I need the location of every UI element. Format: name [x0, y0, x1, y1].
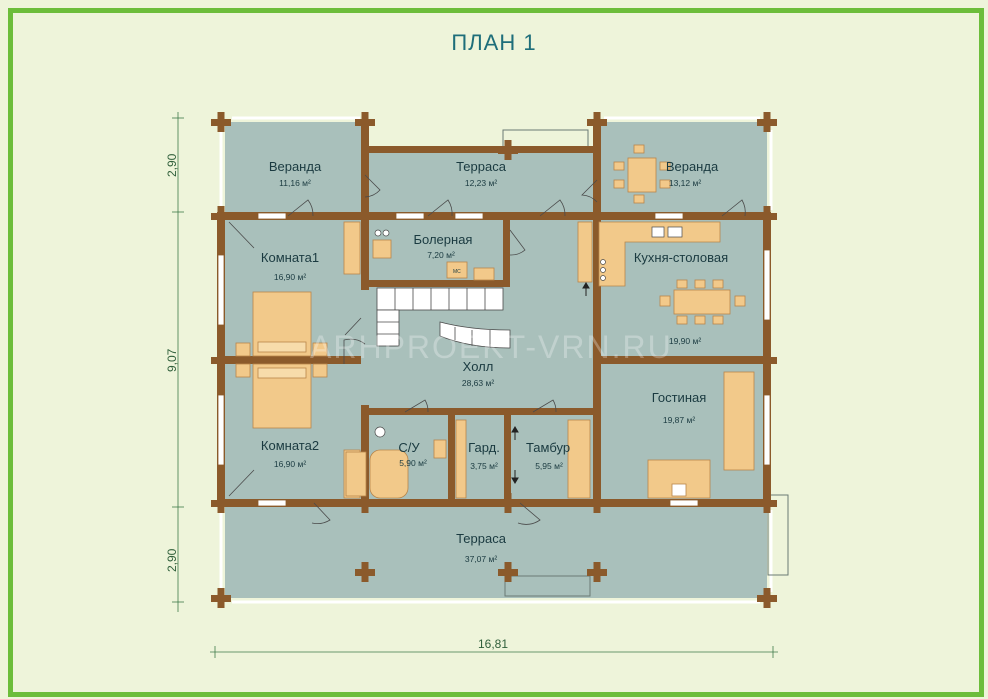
- room-name-veranda-right: Веранда: [666, 159, 719, 174]
- veranda-table: [627, 157, 657, 193]
- floor-terrace-top: [365, 150, 597, 216]
- wardrobe-komnata1: [343, 221, 361, 275]
- room-name-terrace-bottom: Терраса: [456, 531, 507, 546]
- tambur-shelf: [567, 419, 591, 499]
- dim-left-bottom: 2,90: [165, 548, 179, 572]
- fixtures-small: [374, 226, 683, 438]
- plan-title: ПЛАН 1: [451, 30, 537, 55]
- kitchen-corner: [598, 221, 721, 287]
- room-labels: Веранда 11,16 м² Терраса 12,23 м² Веранд…: [261, 159, 728, 564]
- room-name-hall: Холл: [463, 359, 494, 374]
- floor-veranda-left: [225, 122, 365, 216]
- direction-arrows: [511, 282, 590, 484]
- dim-left-top: 2,90: [165, 153, 179, 177]
- room-name-gard: Гард.: [468, 440, 500, 455]
- room-area-boilernaya: 7,20 м²: [427, 250, 455, 260]
- room-name-komnata1: Комната1: [261, 250, 319, 265]
- room-area-terrace-bottom: 37,07 м²: [465, 554, 497, 564]
- dim-bottom-width: 16,81: [478, 637, 508, 651]
- windows: [217, 212, 771, 507]
- room-area-terrace-top: 12,23 м²: [465, 178, 497, 188]
- watermark: ARHPROEKT-VRN.RU: [310, 329, 673, 365]
- room-name-terrace-top: Терраса: [456, 159, 507, 174]
- room-area-komnata1: 16,90 м²: [274, 272, 306, 282]
- sofa-gostinaya: [723, 371, 755, 471]
- doors: [228, 174, 746, 525]
- room-area-gostinaya: 19,87 м²: [663, 415, 695, 425]
- glazing: [219, 116, 773, 604]
- boiler-mark: МС: [453, 269, 461, 275]
- page-frame: [8, 8, 984, 697]
- kitchen-counter: [577, 221, 593, 283]
- dining-table: [673, 289, 731, 315]
- room-name-kitchen: Кухня-столовая: [634, 250, 728, 265]
- room-name-boilernaya: Болерная: [414, 232, 473, 247]
- room-area-veranda-right: 13,12 м²: [669, 178, 701, 188]
- log-corners: [211, 112, 777, 608]
- room-name-tambur: Тамбур: [526, 440, 570, 455]
- room-area-hall: 28,63 м²: [462, 378, 494, 388]
- staircase: [376, 287, 511, 349]
- room-area-gard: 3,75 м²: [470, 461, 498, 471]
- floor-veranda-right: [597, 122, 767, 216]
- room-name-gostinaya: Гостиная: [652, 390, 707, 405]
- gard-shelf: [455, 419, 467, 499]
- room-area-tambur: 5,95 м²: [535, 461, 563, 471]
- room-area-komnata2: 16,90 м²: [274, 459, 306, 469]
- room-area-veranda-left: 11,16 м²: [279, 178, 311, 188]
- room-name-komnata2: Комната2: [261, 438, 319, 453]
- room-area-su: 5,90 м²: [399, 458, 427, 468]
- room-name-veranda-left: Веранда: [269, 159, 322, 174]
- furniture: [235, 144, 755, 499]
- floor-terrace-bottom: [225, 503, 767, 598]
- room-name-su: С/У: [398, 440, 420, 455]
- dimension-lines: [172, 112, 778, 658]
- dim-left-middle: 9,07: [165, 348, 179, 372]
- bathtub: [369, 449, 409, 499]
- room-area-kitchen: 19,90 м²: [669, 336, 701, 346]
